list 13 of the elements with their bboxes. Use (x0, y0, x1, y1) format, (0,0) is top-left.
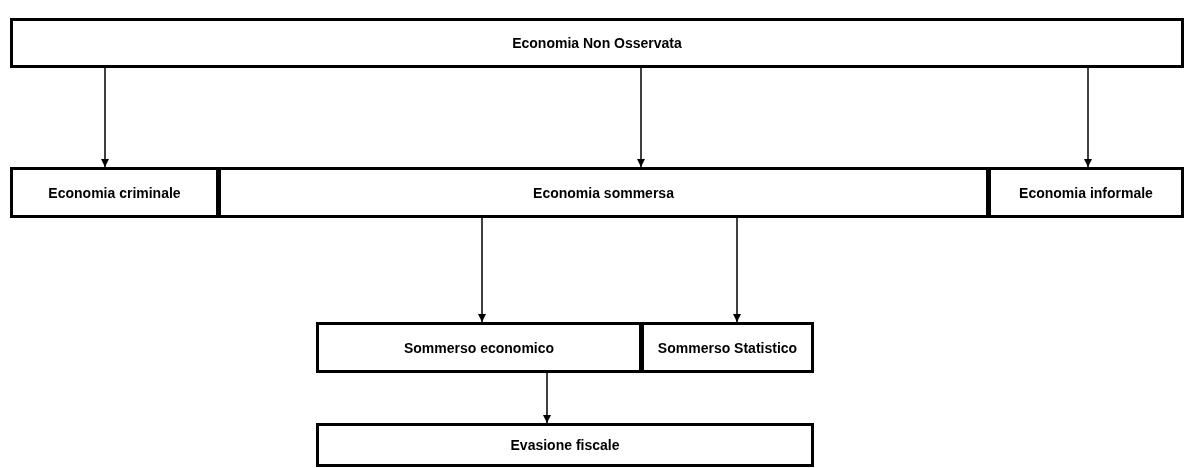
category-box: Sommerso economico (316, 322, 642, 373)
category-box: Economia sommersa (218, 167, 989, 218)
arrow (478, 217, 486, 323)
category-box: Economia informale (988, 167, 1184, 218)
arrow (637, 67, 645, 168)
arrow (1084, 67, 1092, 168)
category-box: Evasione fiscale (316, 423, 814, 467)
category-box: Economia criminale (10, 167, 219, 218)
arrow (101, 67, 109, 168)
arrow (733, 217, 741, 323)
category-box: Sommerso Statistico (641, 322, 814, 373)
arrow (543, 372, 551, 424)
category-box: Economia Non Osservata (10, 18, 1184, 68)
